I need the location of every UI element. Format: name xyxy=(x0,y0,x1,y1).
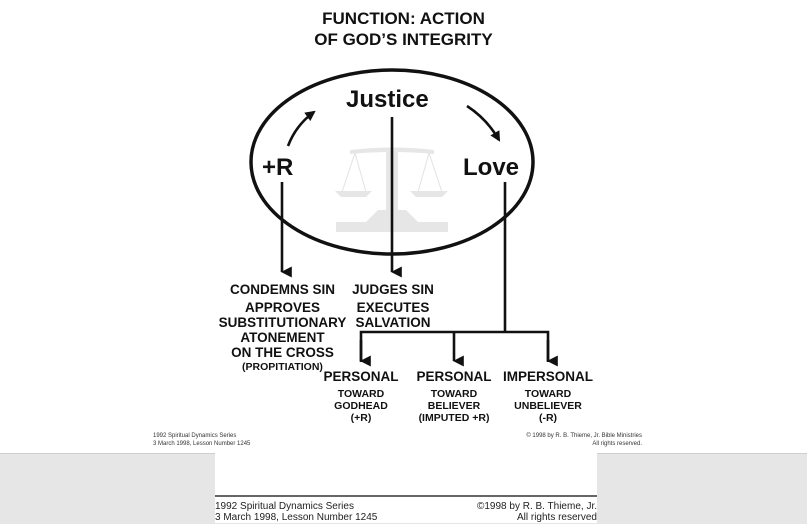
page1-footer-right: © 1998 by R. B. Thieme, Jr. Bible Minist… xyxy=(526,432,642,448)
arrow-justice-to-love xyxy=(466,104,501,142)
page2-footer-right: ©1998 by R. B. Thieme, Jr. All rights re… xyxy=(477,501,597,523)
integrity-diagram xyxy=(249,68,558,367)
branch-line: TOWARD xyxy=(524,388,572,400)
outcome-line: ON THE CROSS xyxy=(231,345,334,360)
footer-copyright: ©1998 by R. B. Thieme, Jr. xyxy=(476,501,597,512)
slide-title: FUNCTION: ACTION OF GOD’S INTEGRITY xyxy=(0,8,807,50)
footer-series: 1992 Spiritual Dynamics Series xyxy=(215,501,354,512)
branch-heading: IMPERSONAL xyxy=(502,369,593,384)
branch-godhead: PERSONAL TOWARD GODHEAD (+R) xyxy=(316,369,406,424)
branch-line: (-R) xyxy=(538,412,558,424)
branch-line: BELIEVER xyxy=(427,400,481,412)
justice-label: Justice xyxy=(346,86,429,113)
page2-footer-left: 1992 Spiritual Dynamics Series 3 March 1… xyxy=(215,501,377,523)
footer-rights: All rights reserved. xyxy=(592,441,642,447)
title-line-2: OF GOD’S INTEGRITY xyxy=(314,30,493,49)
love-label: Love xyxy=(463,154,520,181)
footer-rule xyxy=(215,495,597,497)
branch-line: TOWARD xyxy=(337,388,385,400)
footer-rights: All rights reserved xyxy=(516,512,597,523)
branch-line: UNBELIEVER xyxy=(514,400,582,412)
propitiation-note: (PROPITIATION) xyxy=(242,361,323,373)
page1-footer-left: 1992 Spiritual Dynamics Series 3 March 1… xyxy=(153,432,250,448)
condemns-sin-heading: CONDEMNS SIN xyxy=(229,282,335,297)
branch-line: (IMPUTED +R) xyxy=(418,412,490,424)
judges-sin-heading: JUDGES SIN xyxy=(352,282,434,297)
outcome-line: SUBSTITUTIONARY xyxy=(218,315,347,330)
branch-heading: PERSONAL xyxy=(416,369,492,384)
condemns-sin-block: CONDEMNS SIN APPROVES SUBSTITUTIONARY AT… xyxy=(210,282,355,373)
outcome-line: ATONEMENT xyxy=(240,330,325,345)
title-line-1: FUNCTION: ACTION xyxy=(322,9,485,28)
outcome-line: SALVATION xyxy=(355,315,431,330)
footer-copyright: © 1998 by R. B. Thieme, Jr. Bible Minist… xyxy=(526,433,642,439)
plus-r-label: +R xyxy=(262,154,294,181)
branch-line: TOWARD xyxy=(430,388,478,400)
footer-series: 1992 Spiritual Dynamics Series xyxy=(153,433,237,439)
outcome-line: EXECUTES xyxy=(356,300,430,315)
footer-lesson: 3 March 1998, Lesson Number 1245 xyxy=(215,512,378,523)
outcome-line: APPROVES xyxy=(244,300,321,315)
footer-lesson: 3 March 1998, Lesson Number 1245 xyxy=(153,441,251,447)
branch-heading: PERSONAL xyxy=(323,369,399,384)
arrow-r-to-justice xyxy=(286,110,316,147)
second-page: 1992 Spiritual Dynamics Series 3 March 1… xyxy=(215,453,597,523)
branch-line: GODHEAD xyxy=(334,400,388,412)
branch-line: (+R) xyxy=(350,412,372,424)
judges-sin-block: JUDGES SIN EXECUTES SALVATION xyxy=(348,282,438,330)
branch-unbeliever: IMPERSONAL TOWARD UNBELIEVER (-R) xyxy=(497,369,599,424)
branch-believer: PERSONAL TOWARD BELIEVER (IMPUTED +R) xyxy=(404,369,504,424)
